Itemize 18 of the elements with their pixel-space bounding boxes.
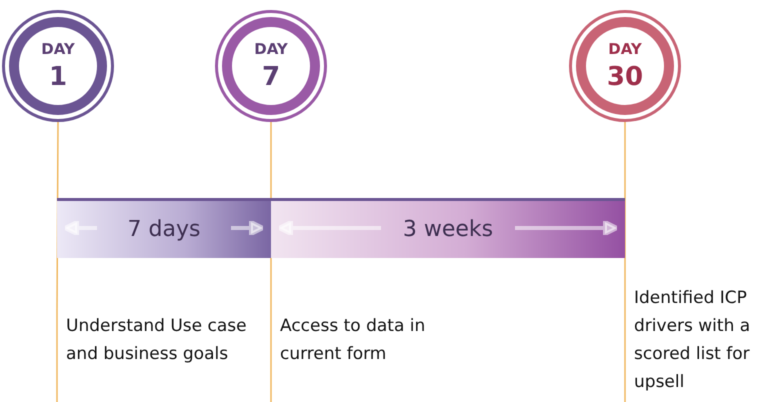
- milestone-description: Understand Use case and business goals: [66, 315, 248, 366]
- day-label: DAY: [40, 40, 76, 58]
- duration-label: 7 days: [126, 217, 202, 242]
- day-milestone-circle: [215, 10, 327, 122]
- duration-bar: [57, 198, 271, 258]
- milestone-description: Access to data in current form: [280, 315, 426, 366]
- day-label: DAY: [253, 40, 289, 58]
- day-number: 30: [606, 62, 644, 92]
- connector-line: [56, 122, 59, 312]
- day-number: 1: [48, 62, 68, 92]
- day-milestone-circle: [2, 10, 114, 122]
- duration-bar: [271, 198, 625, 258]
- day-milestone-circle: [569, 10, 681, 122]
- duration-label: 3 weeks: [402, 217, 494, 242]
- connector-line: [624, 122, 626, 284]
- day-number: 7: [260, 62, 282, 92]
- day-label: DAY: [607, 40, 643, 58]
- milestone-description: Identified ICP drivers with a scored list for upsell: [634, 287, 752, 394]
